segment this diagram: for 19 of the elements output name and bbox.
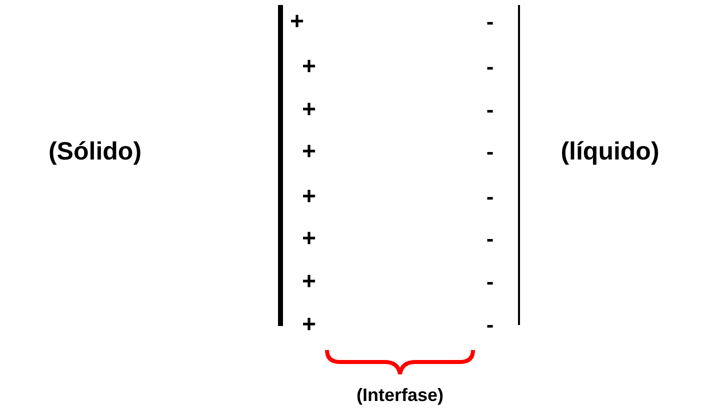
negative-charge: - [486,186,494,208]
negative-charge: - [486,11,494,33]
negative-charge: - [486,228,494,250]
positive-charge: + [302,185,316,209]
negative-charge: - [486,56,494,78]
negative-charge: - [486,99,494,121]
negative-charge: - [486,271,494,293]
positive-charge: + [290,10,304,34]
negative-charge: - [486,141,494,163]
positive-charge: + [302,140,316,164]
phase-label: (líquido) [560,140,660,164]
positive-charge: + [302,227,316,251]
positive-charge: + [302,55,316,79]
region-label: (Interfase) [356,386,444,404]
negative-charge: - [486,314,494,336]
phase-label: (Sólido) [48,140,142,164]
positive-charge: + [302,313,316,337]
positive-charge: + [302,98,316,122]
positive-charge: + [302,270,316,294]
